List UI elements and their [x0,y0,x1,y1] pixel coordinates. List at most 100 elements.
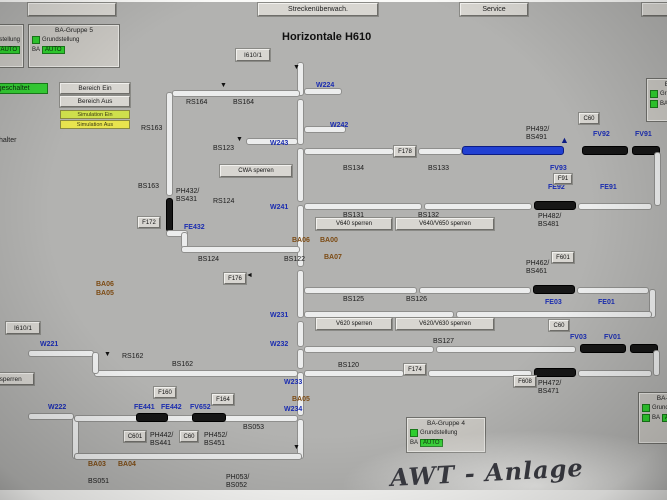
track-segment [304,203,422,210]
track-label: BS461 [526,268,548,275]
direction-arrow: ▼ [293,444,300,451]
track-label: PH442/ [150,432,174,439]
track-segment [418,148,462,155]
c60-button-bottom[interactable]: C60 [180,431,198,442]
h610-sperren-button[interactable]: H610 sperren [0,373,34,385]
grundstellung-label: Grundstellung [0,37,20,43]
i610-left-button[interactable]: I610/1 [6,322,40,334]
track-label: W234 [284,406,303,413]
grundstellung-label: Grundstellung [42,37,80,43]
track-segment [424,203,532,210]
ba-auto-row: BA AUTO [0,46,20,54]
f164-button[interactable]: F164 [212,394,234,405]
f174-button[interactable]: F174 [404,364,426,375]
track-segment [456,311,652,318]
track-segment [534,368,576,377]
track-label: BS051 [88,478,110,485]
track-segment [94,370,298,377]
f601-button[interactable]: F601 [552,252,574,263]
track-segment [297,99,304,145]
track-label: BS131 [343,212,365,219]
v640-v650-sperren-button[interactable]: V640/V650 sperren [396,218,494,230]
f91-button[interactable]: F91 [554,174,572,184]
f608-button[interactable]: F608 [514,376,536,387]
ba-auto-row: BA AUTO [32,46,116,54]
simulation-aus-button[interactable]: Simulation Aus [60,120,130,129]
track-label: BS164 [233,99,255,106]
track-segment [419,287,531,294]
c60-button-mid[interactable]: C60 [549,320,569,331]
toolbar-button-left[interactable] [28,3,116,16]
auto-badge: AUTO [420,439,443,447]
track-segment [578,203,652,210]
toolbar-button-right[interactable] [642,3,667,16]
track-label: FE91 [600,184,617,191]
i610-top-button[interactable]: I610/1 [236,49,270,61]
track-label: FE01 [598,299,615,306]
track-segment [297,349,304,369]
ba-gruppe-right-bottom-panel: BA-Gruppe Grundstellung BA AUTO [638,392,667,444]
cwa-sperren-button[interactable]: CWA sperren [220,165,292,177]
track-label: PH462/ [526,260,550,267]
track-segment [297,270,304,318]
track-label: W222 [48,404,67,411]
track-label: BS127 [433,338,455,345]
track-label: BS120 [338,362,360,369]
track-segment [28,350,94,357]
track-label: W224 [316,82,335,89]
track-segment [632,146,660,155]
track-label: BS132 [418,212,440,219]
track-label: BS491 [526,134,548,141]
bereich-aus-button[interactable]: Bereich Aus [60,96,130,107]
auto-badge: AUTO [42,46,65,54]
track-label: PH492/ [526,126,550,133]
track-label: W242 [330,122,349,129]
track-segment [533,285,575,294]
track-segment [577,287,649,294]
f176-button[interactable]: F176 [224,273,246,284]
v640-sperren-button[interactable]: V640 sperren [316,218,392,230]
f160-button[interactable]: F160 [154,387,176,398]
track-label: BS124 [198,256,220,263]
eingeschaltet-status: eingeschaltet [0,83,48,94]
track-segment [304,311,454,318]
track-label: PH472/ [538,380,562,387]
streckenueberwachung-button[interactable]: Streckenüberwach. [258,3,378,16]
service-button[interactable]: Service [460,3,528,16]
track-label: W232 [270,341,289,348]
c60-button-top[interactable]: C60 [579,113,599,124]
track-segment [92,352,99,374]
ba-label: BA [32,47,41,53]
c601-button[interactable]: C601 [124,431,146,442]
track-label: BS471 [538,388,560,395]
track-label: RS162 [122,353,144,360]
track-label: W233 [284,379,303,386]
v620-sperren-button[interactable]: V620 sperren [316,318,392,330]
track-segment [297,205,304,267]
track-label: BS126 [406,296,428,303]
track-label: PH482/ [538,213,562,220]
bereich-ein-button[interactable]: Bereich Ein [60,83,130,94]
ba-gruppe-4-panel: BA-Gruppe 4 Grundstellung BA AUTO [406,417,486,453]
track-segment [74,453,302,460]
track-segment [649,289,656,318]
f178-button[interactable]: F178 [394,146,416,157]
track-label: W241 [270,204,289,211]
track-label: RS124 [213,198,235,205]
track-label: FE442 [161,404,182,411]
track-label: W243 [270,140,289,147]
track-label: FV93 [550,165,567,172]
track-segment [297,321,304,347]
simulation-ein-button[interactable]: Simulation Ein [60,110,130,119]
ba-label: BA [410,440,419,446]
direction-arrow: ◄ [246,272,253,279]
grundstellung-row: Grundstellung [410,429,482,437]
f172-button[interactable]: F172 [138,217,160,228]
track-segment [654,152,661,206]
green-indicator [650,100,658,108]
track-label: FV01 [604,334,621,341]
track-label: FV03 [570,334,587,341]
ba-gruppe-5-panel: BA-Gruppe 5 Grundstellung BA AUTO [28,24,120,68]
track-label: BS163 [138,183,160,190]
v620-v630-sperren-button[interactable]: V620/V630 sperren [396,318,494,330]
